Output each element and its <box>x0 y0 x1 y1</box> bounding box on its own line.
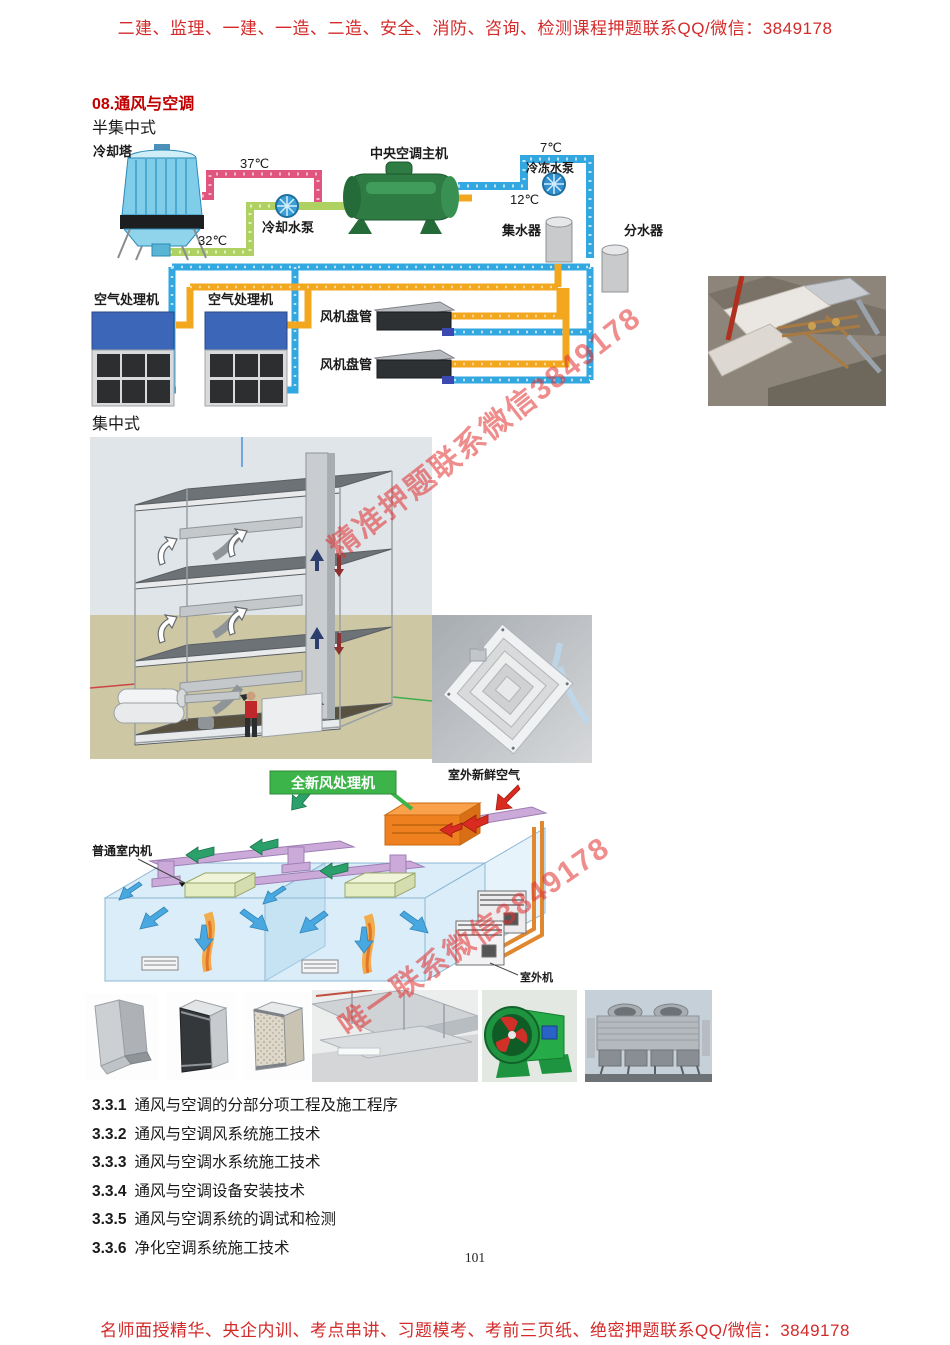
label-12c: 12℃ <box>510 192 539 207</box>
label-fan-coil-2: 风机盘管 <box>320 357 372 372</box>
toc-item-number: 3.3.5 <box>92 1211 127 1228</box>
label-37c: 37℃ <box>240 156 269 171</box>
water-collector-graphic <box>545 216 573 263</box>
toc-item: 3.3.3 通风与空调水系统施工技术 <box>92 1149 398 1178</box>
fan-coil-2-graphic <box>373 349 456 384</box>
central-system-building-image <box>90 437 432 759</box>
indoor-unit-1-graphic <box>184 872 256 898</box>
label-outdoor-fresh-air: 室外新鲜空气 <box>448 767 520 782</box>
ceiling-diffuser-photo <box>432 615 592 763</box>
footer-banner: 名师面授精华、央企内训、考点串讲、习题模考、考前三页纸、绝密押题联系QQ/微信：… <box>100 1321 850 1340</box>
toc-item-title: 通风与空调的分部分项工程及施工程序 <box>134 1097 398 1114</box>
toc-item-title: 通风与空调设备安装技术 <box>134 1182 305 1200</box>
toc-item-title: 通风与空调风系统施工技术 <box>134 1125 321 1143</box>
toc-item: 3.3.2 通风与空调风系统施工技术 <box>92 1121 398 1150</box>
chiller-graphic <box>343 161 459 234</box>
toc-item-number: 3.3.1 <box>92 1097 127 1114</box>
label-outdoor-unit: 室外机 <box>520 970 553 984</box>
toc-item-title: 通风与空调水系统施工技术 <box>134 1154 321 1171</box>
metal-duct-photo <box>166 992 236 1080</box>
label-indoor-unit: 普通室内机 <box>92 843 152 858</box>
outdoor-unit-graphic <box>455 890 527 966</box>
toc-item-number: 3.3.6 <box>92 1239 127 1257</box>
page-number: 101 <box>464 1250 486 1265</box>
label-ahu-1: 空气处理机 <box>94 292 159 307</box>
axial-fan-photo <box>482 990 577 1082</box>
label-7c: 7℃ <box>540 140 562 155</box>
indoor-unit-2-graphic <box>344 872 416 898</box>
semi-central-hvac-diagram: 冷却塔 37℃ 32℃ 中央空调主机 冷却水泵 7℃ 冷冻水泵 12℃ 集水器 … <box>91 140 664 407</box>
label-cooling-water-pump: 冷却水泵 <box>262 220 314 235</box>
person-figure <box>245 691 257 737</box>
cooling-tower-photo <box>585 990 712 1082</box>
label-fresh-air-unit: 全新风处理机 <box>290 775 375 791</box>
fan-coil-1-graphic <box>373 301 456 336</box>
water-distributor-graphic <box>601 244 629 293</box>
label-cooling-tower: 冷却塔 <box>93 144 133 159</box>
label-chilled-water-pump: 冷冻水泵 <box>526 160 574 175</box>
toc-item-number: 3.3.3 <box>92 1154 127 1171</box>
cooling-water-pump-graphic <box>275 194 299 218</box>
toc-item: 3.3.5 通风与空调系统的调试和检测 <box>92 1206 398 1235</box>
label-32c: 32℃ <box>198 233 227 248</box>
toc-item: 3.3.6 净化空调系统施工技术 <box>92 1235 398 1264</box>
chilled-water-pump-graphic <box>542 172 566 196</box>
air-handling-unit-2-graphic <box>204 311 288 407</box>
toc-item-title: 通风与空调系统的调试和检测 <box>134 1211 336 1228</box>
cooling-tower-graphic <box>117 144 207 261</box>
subheading-semi-central: 半集中式 <box>92 120 157 137</box>
toc-list: 3.3.1 通风与空调的分部分项工程及施工程序 3.3.2 通风与空调风系统施工技术… <box>92 1092 398 1263</box>
toc-item-number: 3.3.2 <box>92 1125 127 1143</box>
label-ahu-2: 空气处理机 <box>208 292 273 307</box>
toc-item: 3.3.4 通风与空调设备安装技术 <box>92 1178 398 1207</box>
toc-item-number: 3.3.4 <box>92 1182 127 1200</box>
subheading-central: 集中式 <box>92 416 141 433</box>
label-chiller: 中央空调主机 <box>370 146 448 161</box>
ceiling-ductwork-photo <box>312 990 478 1082</box>
toc-item-title: 净化空调系统施工技术 <box>134 1239 290 1257</box>
ceiling-installation-photo <box>708 276 886 406</box>
label-fan-coil-1: 风机盘管 <box>320 309 372 324</box>
duct-sheet-photo <box>85 994 158 1080</box>
header-banner: 二建、监理、一建、一造、二造、安全、消防、咨询、检测课程押题联系QQ/微信：38… <box>117 19 833 38</box>
label-water-collector: 集水器 <box>501 223 542 238</box>
section-heading: 08.通风与空调 <box>92 96 195 113</box>
toc-item: 3.3.1 通风与空调的分部分项工程及施工程序 <box>92 1092 398 1121</box>
label-water-distributor: 分水器 <box>624 223 664 238</box>
insulated-duct-photo <box>244 992 310 1080</box>
vrf-fresh-air-diagram: 全新风处理机 室外新鲜空气 普通室内机 <box>92 767 553 984</box>
air-handling-unit-1-graphic <box>91 311 175 407</box>
